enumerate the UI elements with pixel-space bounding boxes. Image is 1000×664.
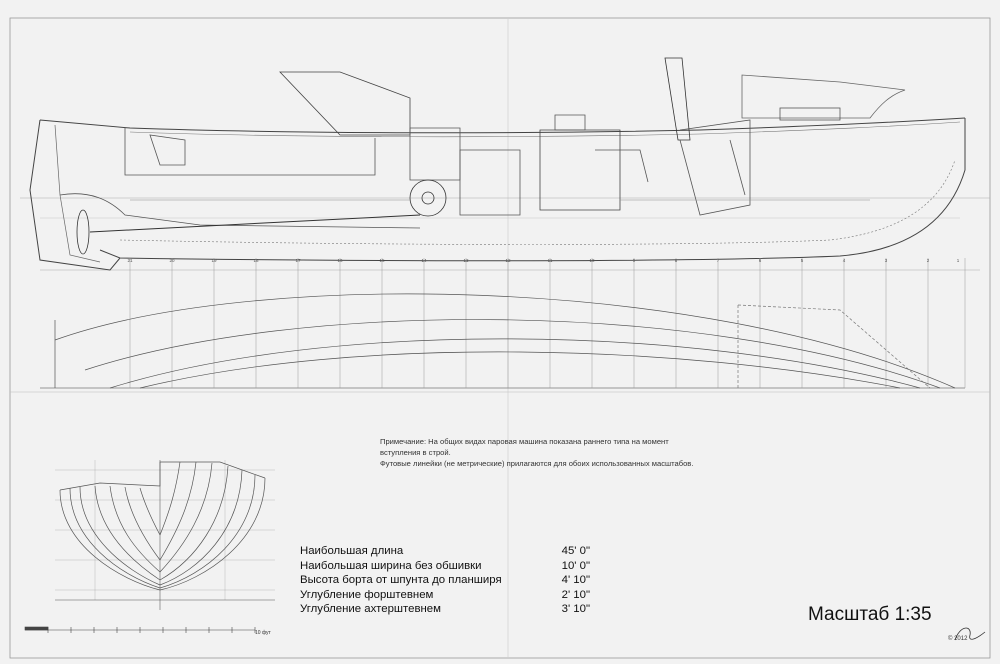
spec-value: 4' 10" (561, 574, 590, 587)
sheet-border (9, 17, 991, 659)
signature-year: © 2012 (948, 636, 968, 642)
spec-label: Углубление ахтерштевнем (300, 603, 441, 616)
spec-label: Наибольшая длина (300, 545, 404, 557)
spec-label: Высота борта от шпунта до планширя (300, 574, 502, 587)
spec-row: Углубление ахтерштевнем 3' 10" (300, 603, 590, 618)
spec-value: 3' 10" (561, 603, 590, 616)
spec-row: Наибольшая ширина без обшивки 10' 0" (300, 560, 590, 575)
frame-number: 5 (801, 258, 804, 263)
drawing-note: Примечание: На общих видах паровая машин… (380, 436, 800, 469)
spec-label: Наибольшая ширина без обшивки (300, 559, 482, 572)
frame-number: 13 (463, 258, 469, 263)
frame-number: 14 (421, 258, 427, 263)
frame-number: 18 (253, 258, 259, 263)
frame-number: 17 (295, 258, 301, 263)
spec-row: Наибольшая длина 45' 0" (300, 545, 590, 560)
frame-number: 20 (169, 258, 175, 263)
frame-number: 4 (843, 258, 846, 263)
spec-row: Углубление форштевнем 2' 10" (300, 589, 590, 604)
frame-number: 8 (675, 258, 678, 263)
body-plan (55, 460, 275, 610)
spec-row: Высота борта от шпунта до планширя 4' 10… (300, 574, 590, 589)
frame-number: 16 (337, 258, 343, 263)
profile-view (20, 57, 990, 389)
frame-number: 10 (589, 258, 595, 263)
half-breadth-view (54, 293, 956, 389)
frame-number: 6 (759, 258, 762, 263)
frame-number: 21 (127, 258, 133, 263)
frame-number: 1 (957, 258, 960, 263)
frame-number: 11 (548, 258, 553, 263)
spec-value: 45' 0" (561, 545, 590, 557)
spec-label: Углубление форштевнем (300, 588, 434, 601)
spec-value: 10' 0" (561, 559, 590, 572)
frame-numbers: 21 20 19 18 17 16 15 14 13 12 11 10 9 8 … (127, 258, 959, 263)
note-line: вступления в строй. (380, 448, 451, 457)
frame-number: 12 (505, 258, 511, 263)
frame-number: 19 (211, 258, 217, 263)
scale-bar-unit: 10 фут (255, 630, 271, 636)
scale-label: Масштаб 1:35 (808, 604, 932, 625)
frame-number: 2 (927, 258, 930, 263)
frame-number: 3 (885, 258, 888, 263)
note-line: Примечание: На общих видах паровая машин… (380, 437, 669, 446)
scale-bar (24, 626, 256, 633)
spec-value: 2' 10" (561, 588, 590, 601)
frame-number: 7 (717, 258, 720, 263)
signature-mark (954, 627, 986, 641)
specifications-table: Наибольшая длина 45' 0" Наибольшая ширин… (300, 545, 590, 618)
frame-number: 9 (633, 258, 636, 263)
frame-number: 15 (379, 258, 385, 263)
note-line: Футовые линейки (не метрические) прилага… (380, 459, 694, 468)
